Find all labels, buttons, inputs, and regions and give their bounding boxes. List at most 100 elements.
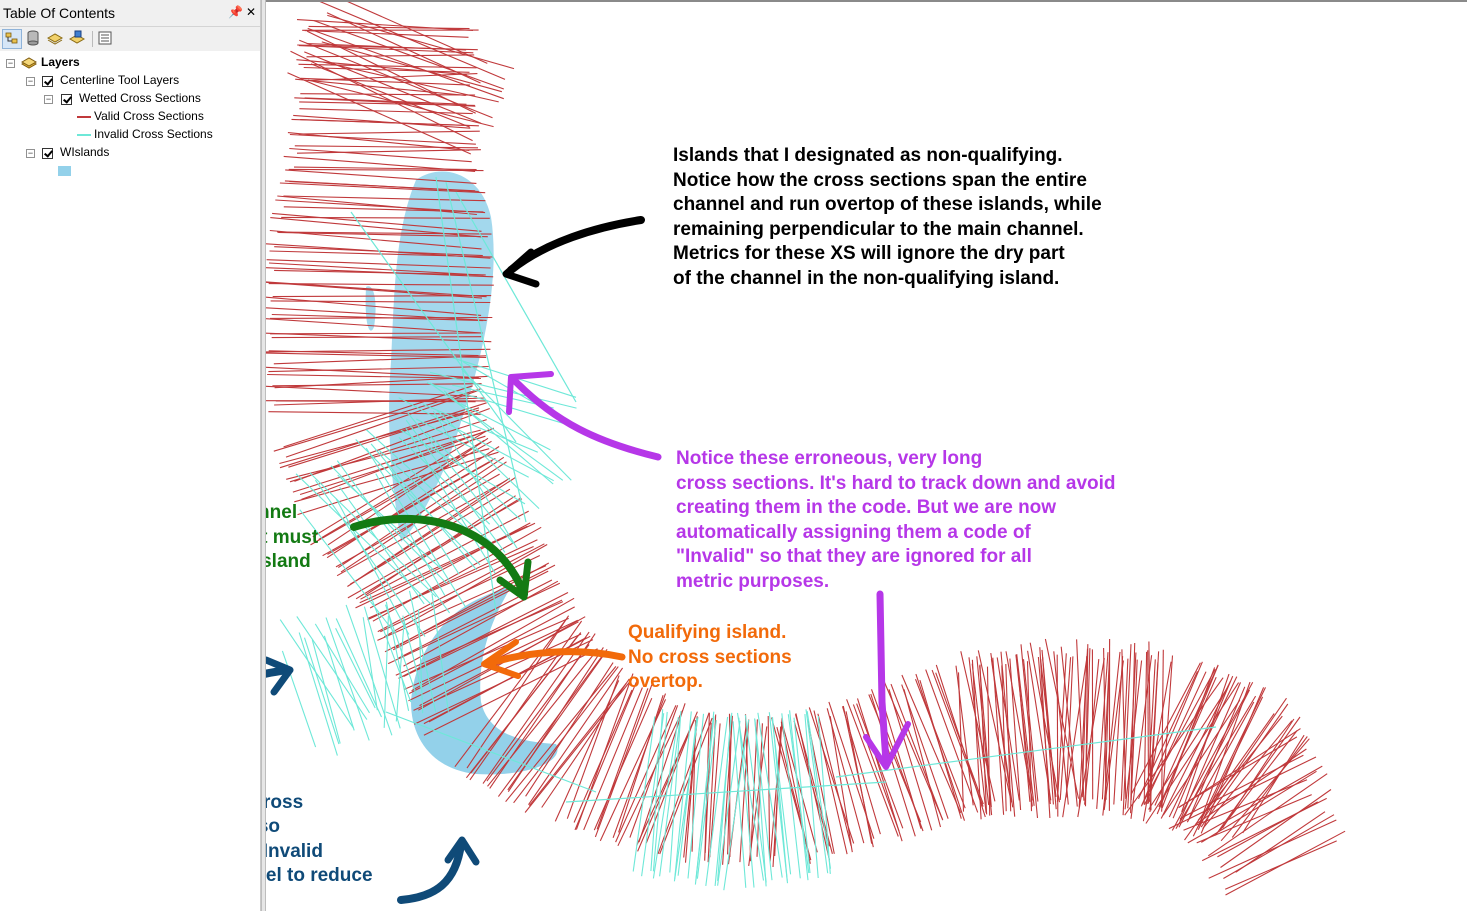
invalid-cross-section	[314, 623, 370, 714]
valid-cross-section	[709, 723, 721, 858]
valid-cross-section	[594, 682, 654, 838]
options-icon[interactable]	[96, 29, 116, 49]
tree-item-layers[interactable]: Layers	[41, 55, 80, 69]
valid-cross-section	[856, 703, 904, 829]
group-collapse-toggle[interactable]: −	[26, 76, 35, 86]
valid-cross-section	[1186, 701, 1255, 823]
valid-cross-section	[1217, 801, 1318, 858]
invalid-cross-section	[817, 715, 831, 874]
valid-cross-section	[497, 648, 608, 797]
valid-cross-section	[287, 72, 472, 155]
invalid-cross-section	[738, 717, 755, 888]
invalid-cross-section	[365, 447, 467, 608]
layers-collapse-toggle[interactable]: −	[6, 58, 15, 68]
table-of-contents-panel: Table Of Contents 📌 ✕ − Layers − Centerl…	[0, 0, 261, 911]
invalid-cross-section	[736, 712, 765, 881]
group-visibility-checkbox[interactable]	[42, 76, 53, 87]
invalid-cross-section	[429, 382, 564, 481]
valid-cross-section	[971, 659, 982, 820]
invalid-cross-section	[416, 418, 529, 478]
valid-cross-section	[1178, 728, 1301, 809]
wetted-visibility-checkbox[interactable]	[61, 94, 72, 105]
list-by-selection-icon[interactable]	[68, 29, 88, 49]
valid-cross-section	[901, 674, 962, 814]
valid-cross-section	[1113, 656, 1124, 805]
tree-item-wislands[interactable]: WIslands	[60, 145, 110, 159]
valid-cross-section	[1130, 642, 1136, 814]
valid-cross-section	[971, 663, 990, 806]
valid-cross-section	[307, 79, 494, 128]
toolbar-divider	[92, 31, 93, 47]
small-island	[365, 286, 376, 331]
orange-arrow-head	[481, 639, 521, 679]
valid-cross-section	[295, 78, 466, 96]
valid-cross-section	[1029, 642, 1061, 803]
valid-cross-section	[278, 231, 488, 238]
valid-cross-section	[636, 719, 695, 846]
close-icon[interactable]: ✕	[245, 5, 257, 19]
valid-cross-section	[794, 714, 833, 854]
valid-cross-section	[1208, 819, 1337, 879]
legend-invalid-cross-sections: Invalid Cross Sections	[94, 127, 213, 141]
valid-cross-section	[852, 704, 900, 832]
invalid-cross-section	[330, 465, 448, 585]
islands-visibility-checkbox[interactable]	[42, 148, 53, 159]
valid-cross-section	[890, 683, 944, 821]
list-by-visibility-icon[interactable]	[46, 29, 66, 49]
invalid-cross-section	[417, 609, 424, 714]
tree-item-wetted-cross-sections[interactable]: Wetted Cross Sections	[79, 91, 201, 105]
wetted-collapse-toggle[interactable]: −	[44, 94, 53, 104]
invalid-cross-section	[303, 637, 340, 745]
invalid-cross-section	[375, 473, 446, 596]
valid-cross-section	[979, 664, 988, 815]
valid-cross-section	[469, 620, 583, 781]
valid-cross-section	[337, 456, 505, 569]
blue-arrow-2-head	[444, 836, 480, 866]
valid-cross-section	[408, 606, 575, 694]
valid-cross-section	[395, 601, 564, 676]
valid-cross-section	[841, 706, 881, 835]
valid-cross-section	[1220, 738, 1310, 842]
valid-cross-section	[1042, 657, 1054, 805]
valid-cross-section	[990, 658, 1012, 803]
orange-arrow	[482, 648, 626, 668]
pin-icon[interactable]: 📌	[228, 5, 243, 19]
tree-item-centerline-tool-layers[interactable]: Centerline Tool Layers	[60, 73, 180, 87]
valid-cross-section	[321, 41, 503, 93]
valid-cross-section	[554, 680, 620, 822]
purple-arrow-2	[876, 590, 890, 766]
valid-cross-section	[266, 307, 487, 321]
valid-cross-section	[856, 698, 903, 842]
valid-cross-section	[355, 497, 522, 600]
islands-legend-swatch	[58, 166, 71, 176]
invalid-cross-section	[365, 429, 494, 545]
valid-cross-section	[618, 695, 664, 833]
invalid-cross-section	[659, 716, 682, 877]
valid-cross-section	[266, 259, 491, 269]
valid-cross-section	[327, 14, 515, 70]
valid-cross-section	[1183, 779, 1308, 831]
valid-cross-section	[1235, 811, 1326, 873]
valid-cross-section	[321, 61, 499, 103]
valid-cross-section	[298, 45, 474, 54]
valid-cross-section	[1084, 644, 1089, 807]
islands-collapse-toggle[interactable]: −	[26, 148, 35, 158]
invalid-cross-section	[757, 712, 783, 878]
invalid-cross-section	[436, 410, 540, 509]
list-by-source-icon[interactable]	[24, 29, 44, 49]
valid-cross-section	[1130, 659, 1138, 801]
valid-cross-section	[566, 675, 620, 819]
invalid-cross-section	[355, 439, 481, 566]
invalid-cross-section	[787, 714, 810, 874]
qualifying-island	[411, 586, 558, 775]
valid-cross-section	[269, 229, 482, 250]
list-by-drawing-order-icon[interactable]	[2, 29, 22, 49]
map-display[interactable]: Islands that I designated as non-qualify…	[266, 0, 1467, 911]
valid-cross-section	[505, 666, 617, 803]
valid-cross-section	[1224, 840, 1337, 890]
valid-cross-section	[1197, 697, 1287, 828]
valid-cross-section	[1207, 773, 1328, 857]
invalid-cross-section	[298, 632, 338, 756]
panel-splitter[interactable]	[261, 0, 266, 911]
invalid-cross-section	[677, 718, 698, 876]
